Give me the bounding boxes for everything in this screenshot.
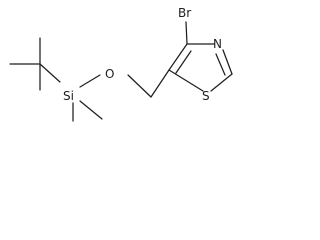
ring-c5-c4-bond [168, 43, 188, 71]
ring-c5-c4-double-bond [175, 50, 192, 74]
ring-n3-c2-double-bond [215, 53, 226, 76]
c4-to-bromine-bond [185, 21, 188, 45]
ring-s1-c5-bond [168, 69, 204, 92]
oxygen-to-ch2-bond [127, 74, 152, 98]
nitrogen-atom-label: N [213, 37, 222, 51]
structure-svg: Br N O Si S [9, 6, 233, 122]
silicon-methyl-right-bond [79, 100, 103, 120]
bromine-atom-label: Br [178, 6, 191, 20]
ring-n3-c2-bond [222, 49, 233, 75]
chemical-structure-diagram: Br N O Si S [0, 0, 244, 134]
sulfur-atom-label: S [202, 89, 210, 103]
ch2-to-ring-bond [150, 69, 170, 98]
ring-c2-s1-bond [210, 73, 233, 92]
oxygen-atom-label: O [105, 67, 114, 81]
tbutyl-to-silicon-bond [39, 63, 61, 83]
silicon-atom-label: Si [63, 89, 74, 103]
silicon-to-oxygen-bond [79, 74, 101, 88]
